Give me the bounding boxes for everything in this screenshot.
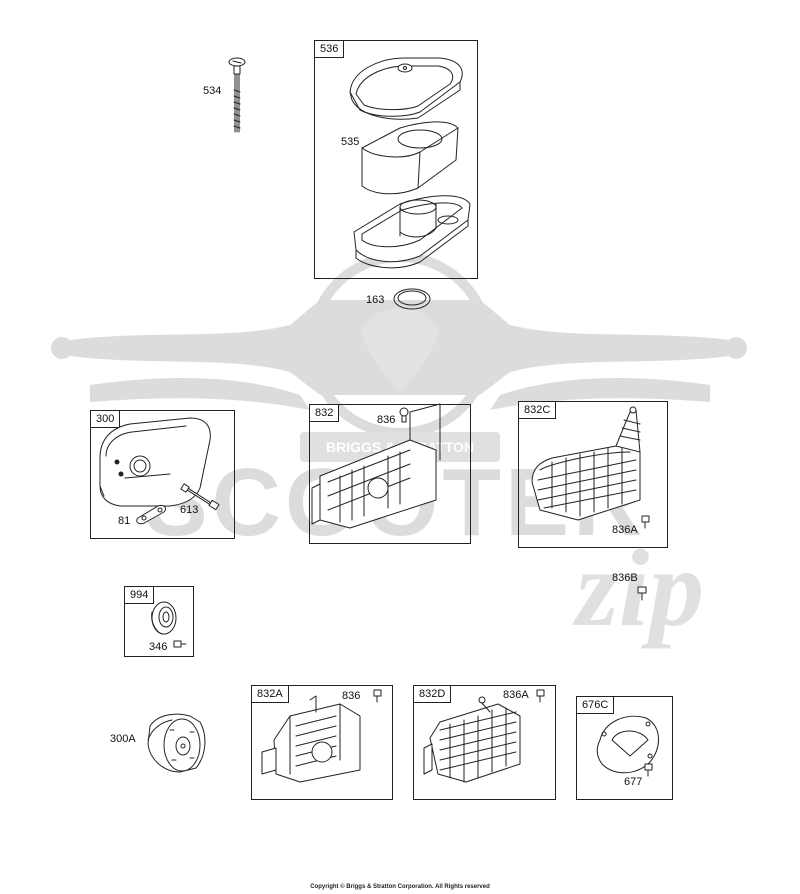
callout-836A-a: 836A — [612, 524, 638, 536]
stud-613-drawing — [180, 483, 220, 511]
muffler-300-drawing — [99, 417, 211, 507]
gasket-163-drawing — [393, 288, 431, 310]
group-label-300: 300 — [91, 411, 121, 428]
group-box-300: 300 — [90, 410, 235, 539]
air-cleaner-cover-drawing — [349, 57, 463, 120]
screw-836B-drawing — [637, 586, 647, 601]
air-cleaner-base-drawing — [353, 195, 471, 269]
copyright-footer: Copyright © Briggs & Stratton Corporatio… — [310, 884, 490, 890]
group-label-832D: 832D — [414, 686, 452, 703]
group-box-832D: 832D — [413, 685, 556, 800]
heat-shield-832A-drawing — [261, 689, 382, 783]
lock-plate-81-drawing — [136, 505, 167, 525]
muffler-300A-drawing — [147, 713, 206, 773]
callout-613: 613 — [180, 504, 199, 516]
callout-300A: 300A — [110, 733, 136, 745]
wire-guard-832D-drawing — [423, 689, 545, 783]
group-box-994: 994 — [124, 586, 194, 657]
group-box-676C: 676C — [576, 696, 673, 800]
group-label-832C: 832C — [519, 402, 557, 419]
callout-836A-b: 836A — [503, 689, 529, 701]
group-label-832A: 832A — [252, 686, 289, 703]
group-box-832: 832 — [309, 404, 471, 544]
callout-535: 535 — [341, 136, 360, 148]
group-label-994: 994 — [125, 587, 155, 604]
group-box-832A: 832A — [251, 685, 393, 800]
callout-836-a: 836 — [377, 414, 396, 426]
wire-guard-832C-drawing — [531, 406, 650, 529]
bolt-534-drawing — [228, 57, 246, 133]
callout-163: 163 — [366, 294, 385, 306]
group-label-832: 832 — [310, 405, 340, 422]
group-label-536: 536 — [315, 41, 345, 58]
callout-534: 534 — [203, 85, 222, 97]
foam-filter-element-drawing — [361, 121, 459, 195]
callout-346: 346 — [149, 641, 168, 653]
callout-836B: 836B — [612, 572, 638, 584]
group-label-676C: 676C — [577, 697, 615, 714]
heat-shield-832-drawing — [311, 403, 441, 529]
callout-677: 677 — [624, 776, 643, 788]
group-box-832C: 832C — [518, 401, 668, 548]
callout-836-b: 836 — [342, 690, 361, 702]
exhaust-plate-676C-drawing — [596, 715, 659, 777]
callout-81: 81 — [118, 515, 131, 527]
group-box-536: 536 — [314, 40, 478, 279]
adapter-994-drawing — [151, 601, 187, 648]
